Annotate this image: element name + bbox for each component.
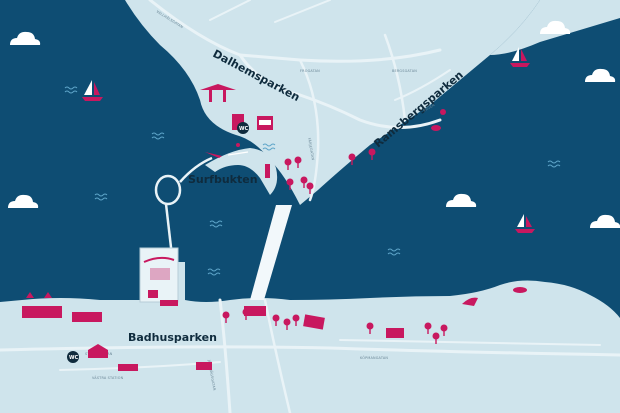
park-label-surfbukten: Surfbukten xyxy=(188,173,258,186)
surf-peninsula xyxy=(205,148,278,195)
street-label-kopmangatan: KÖPMANGATAN xyxy=(360,355,388,360)
sailboat-icon xyxy=(510,47,530,67)
sailboat-icon xyxy=(515,214,535,233)
cloud-icon xyxy=(590,214,620,228)
svg-text:WC: WC xyxy=(239,126,249,132)
wc-icon: WC xyxy=(67,351,79,363)
pavilion-icon xyxy=(200,84,236,102)
sailboat-icon xyxy=(82,80,103,101)
train-icon xyxy=(118,362,212,371)
street-label-bergsgatan: BERGSGATAN xyxy=(392,69,417,73)
tower-icon xyxy=(265,164,270,178)
building-icon xyxy=(244,287,527,338)
ship-icon xyxy=(22,292,102,322)
building-icon xyxy=(88,344,108,358)
playground-icon xyxy=(148,290,178,306)
cloud-icon xyxy=(540,20,571,34)
cloud-icon xyxy=(8,194,39,208)
wave-icon xyxy=(64,86,561,276)
street-label-jarnvagsgatan: JÄRNVÄGSGATAN xyxy=(207,358,218,391)
street-label-vastra-station: VÄSTRA STATION xyxy=(92,375,124,380)
bbq-icon xyxy=(431,109,446,131)
causeway xyxy=(250,205,292,300)
surfer-icon xyxy=(205,143,249,158)
cloud-icon xyxy=(446,193,477,207)
wc-icon: WC xyxy=(237,122,249,134)
street-label-farjegatan: FÄRJEGATAN xyxy=(307,137,316,161)
pier xyxy=(0,318,140,328)
surf-loop xyxy=(154,156,213,257)
street-label-frogatan: FROGATAN xyxy=(300,69,320,73)
cloud-icon xyxy=(585,68,616,82)
cloud-icon xyxy=(10,31,41,45)
tower-icon xyxy=(139,247,179,303)
tree-icon xyxy=(284,148,376,194)
svg-text:WC: WC xyxy=(69,355,79,361)
street-label-vagen: VÄGEN xyxy=(422,102,436,113)
park-label-badhusparken: Badhusparken xyxy=(128,331,217,344)
